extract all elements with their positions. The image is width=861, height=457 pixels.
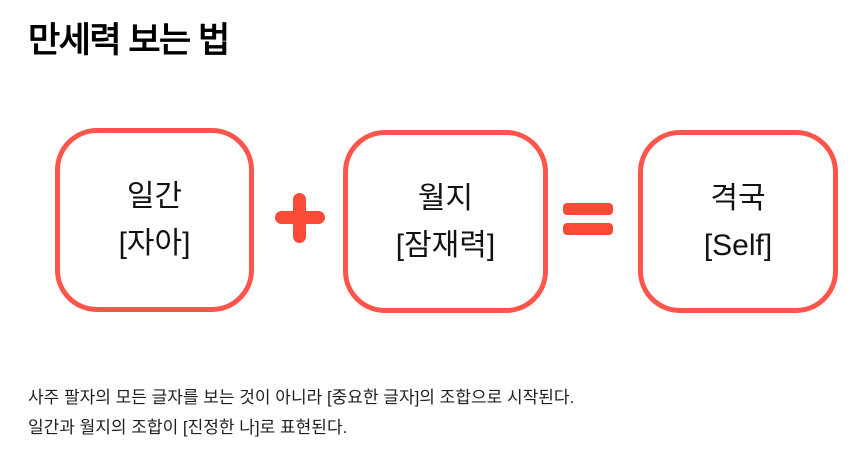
plus-icon [275, 193, 325, 243]
description-text: 사주 팔자의 모든 글자를 보는 것이 아니라 [중요한 글자]의 조합으로 시… [28, 383, 574, 443]
flow-box-ilgan-line2: [자아] [118, 227, 191, 260]
plus-icon-vertical-bar [293, 193, 306, 243]
description-line-2: 일간과 월지의 조합이 [진정한 나]로 표현된다. [28, 418, 348, 437]
flow-box-wolji: 월지 [잠재력] [343, 130, 548, 313]
flow-box-ilgan-line1: 일간 [126, 180, 183, 213]
page-title: 만세력 보는 법 [28, 21, 230, 60]
flow-box-ilgan: 일간 [자아] [55, 128, 254, 312]
flow-box-wolji-line2: [잠재력] [395, 228, 496, 262]
flow-box-gyeokguk: 격국 [Self] [638, 130, 838, 313]
flow-box-gyeokguk-line2: [Self] [703, 228, 773, 262]
flow-box-gyeokguk-line1: 격국 [710, 181, 766, 215]
flow-box-wolji-line1: 월지 [417, 181, 474, 215]
description-line-1: 사주 팔자의 모든 글자를 보는 것이 아니라 [중요한 글자]의 조합으로 시… [28, 388, 575, 407]
equals-icon [563, 203, 613, 235]
equals-icon-bottom-bar [563, 223, 613, 235]
equals-icon-top-bar [563, 203, 613, 215]
